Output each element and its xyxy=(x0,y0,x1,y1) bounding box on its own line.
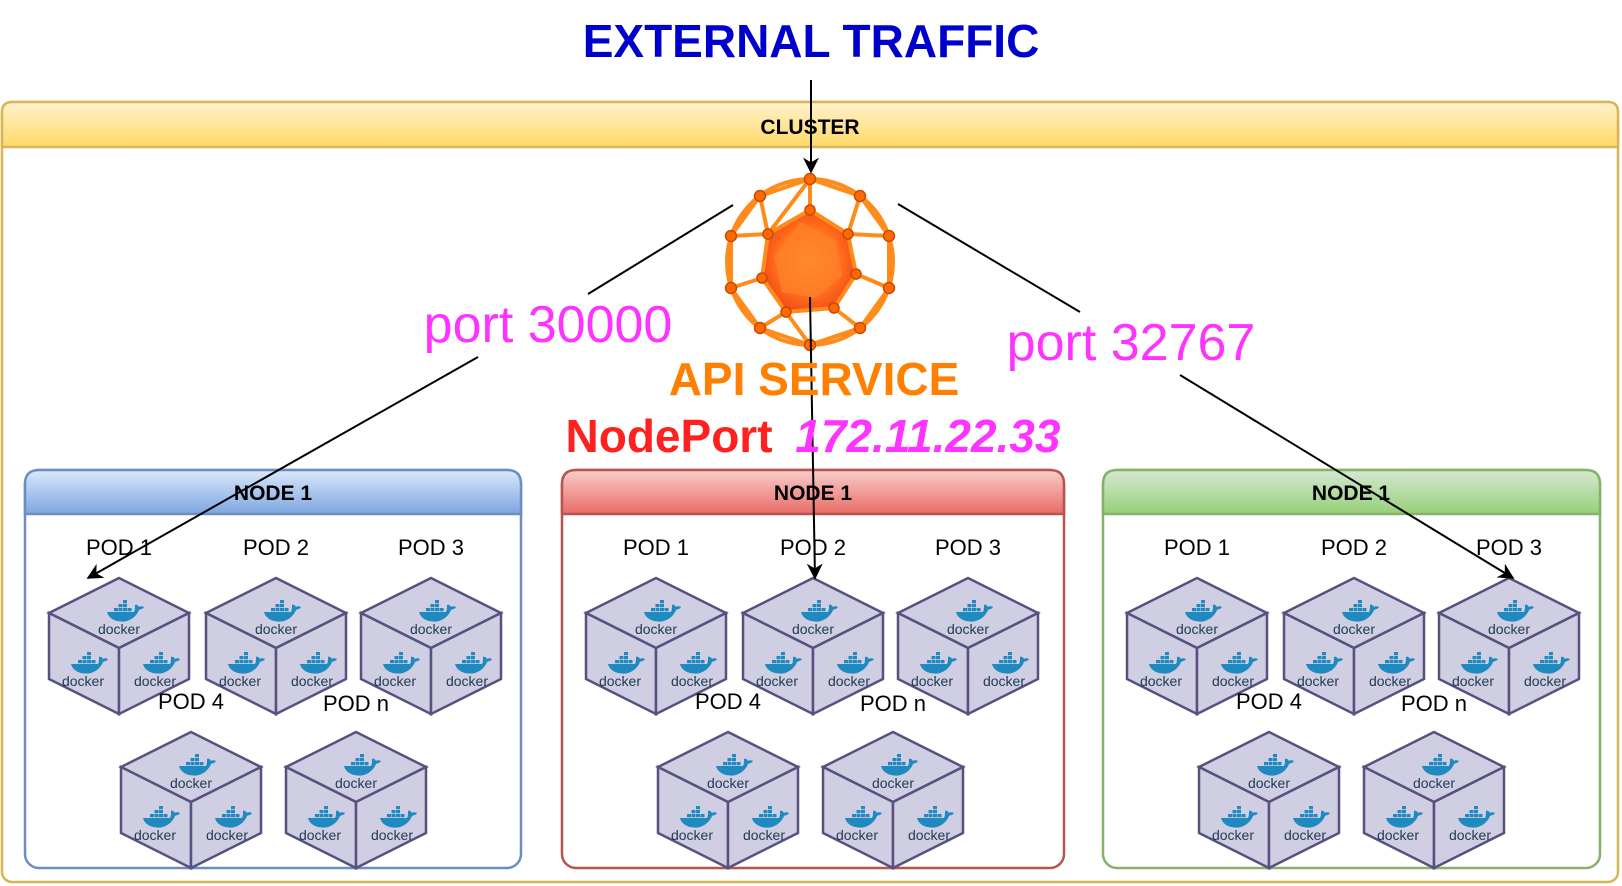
docker-label: docker xyxy=(707,775,749,791)
pod-label: POD 1 xyxy=(623,535,689,560)
docker-label: docker xyxy=(756,673,798,689)
pod-3-node-2: POD 3 docker docker docker xyxy=(896,535,1040,716)
pod-3-node-1: POD 3 docker docker docker xyxy=(359,535,503,716)
arrow-left-to-node1-pod1 xyxy=(86,356,479,579)
docker-label: docker xyxy=(206,827,248,843)
docker-label: docker xyxy=(134,673,176,689)
docker-label: docker xyxy=(1377,827,1419,843)
pod-4-node-2: POD 4 docker docker docker xyxy=(656,689,800,870)
docker-label: docker xyxy=(1449,827,1491,843)
nodeport-label: NodePort xyxy=(566,410,773,462)
docker-label: docker xyxy=(374,673,416,689)
docker-label: docker xyxy=(872,775,914,791)
docker-label: docker xyxy=(410,621,452,637)
docker-label: docker xyxy=(1212,827,1254,843)
docker-label: docker xyxy=(1212,673,1254,689)
docker-label: docker xyxy=(291,673,333,689)
node-label-1: NODE 1 xyxy=(234,482,313,505)
docker-label: docker xyxy=(635,621,677,637)
docker-label: docker xyxy=(98,621,140,637)
pod-label: POD 2 xyxy=(1321,535,1387,560)
docker-label: docker xyxy=(1140,673,1182,689)
pod-3-node-3: POD 3 docker docker docker xyxy=(1437,535,1581,716)
docker-label: docker xyxy=(911,673,953,689)
docker-label: docker xyxy=(335,775,377,791)
docker-label: docker xyxy=(1333,621,1375,637)
pod-1-node-3: POD 1 docker docker docker xyxy=(1125,535,1269,716)
docker-label: docker xyxy=(671,673,713,689)
docker-label: docker xyxy=(599,673,641,689)
docker-label: docker xyxy=(299,827,341,843)
pod-label: POD n xyxy=(860,691,926,716)
docker-label: docker xyxy=(446,673,488,689)
service-ip: 172.11.22.33 xyxy=(795,410,1061,462)
pod-5-node-1: POD n docker docker docker xyxy=(284,691,428,870)
docker-label: docker xyxy=(908,827,950,843)
service-type-line: NodePort 172.11.22.33 xyxy=(566,410,1061,462)
docker-label: docker xyxy=(1452,673,1494,689)
docker-label: docker xyxy=(1248,775,1290,791)
pod-2-node-2: POD 2 docker docker docker xyxy=(741,535,885,716)
docker-label: docker xyxy=(828,673,870,689)
pod-label: POD 4 xyxy=(1236,689,1302,714)
pod-label: POD 2 xyxy=(780,535,846,560)
docker-label: docker xyxy=(219,673,261,689)
docker-label: docker xyxy=(1488,621,1530,637)
pod-label: POD 2 xyxy=(243,535,309,560)
pod-4-node-3: POD 4 docker docker docker xyxy=(1197,689,1341,870)
port-left-label: port 30000 xyxy=(424,296,673,354)
pod-label: POD 3 xyxy=(398,535,464,560)
docker-label: docker xyxy=(1524,673,1566,689)
pod-label: POD 1 xyxy=(1164,535,1230,560)
docker-label: docker xyxy=(1369,673,1411,689)
pod-2-node-1: POD 2 docker docker docker xyxy=(204,535,348,716)
pod-1-node-2: POD 1 docker docker docker xyxy=(584,535,728,716)
arrow-right-to-node3-pod3 xyxy=(1179,374,1515,579)
docker-label: docker xyxy=(671,827,713,843)
pod-5-node-2: POD n docker docker docker xyxy=(821,691,965,870)
docker-label: docker xyxy=(255,621,297,637)
pod-5-node-3: POD n docker docker docker xyxy=(1362,691,1506,870)
arrow-center-to-node2-pod2 xyxy=(806,296,823,580)
docker-label: docker xyxy=(134,827,176,843)
docker-label: docker xyxy=(1176,621,1218,637)
node-label-3: NODE 1 xyxy=(1312,482,1391,505)
docker-label: docker xyxy=(836,827,878,843)
pod-label: POD 3 xyxy=(935,535,1001,560)
docker-label: docker xyxy=(947,621,989,637)
docker-label: docker xyxy=(983,673,1025,689)
pod-2-node-3: POD 2 docker docker docker xyxy=(1282,535,1426,716)
pod-label: POD 3 xyxy=(1476,535,1542,560)
docker-label: docker xyxy=(371,827,413,843)
pod-label: POD 4 xyxy=(695,689,761,714)
connector-right-upper xyxy=(897,203,1081,313)
connector-left-upper xyxy=(587,204,734,295)
port-right-label: port 32767 xyxy=(1007,314,1256,372)
docker-label: docker xyxy=(62,673,104,689)
docker-label: docker xyxy=(743,827,785,843)
pod-label: POD 4 xyxy=(158,689,224,714)
api-service-label: API SERVICE xyxy=(669,353,960,405)
pod-label: POD n xyxy=(1401,691,1467,716)
external-traffic-title: EXTERNAL TRAFFIC xyxy=(583,15,1040,67)
docker-label: docker xyxy=(1297,673,1339,689)
pod-label: POD n xyxy=(323,691,389,716)
docker-label: docker xyxy=(792,621,834,637)
docker-label: docker xyxy=(170,775,212,791)
pod-4-node-1: POD 4 docker docker docker xyxy=(119,689,263,870)
docker-label: docker xyxy=(1284,827,1326,843)
connectors xyxy=(86,80,1515,580)
docker-label: docker xyxy=(1413,775,1455,791)
